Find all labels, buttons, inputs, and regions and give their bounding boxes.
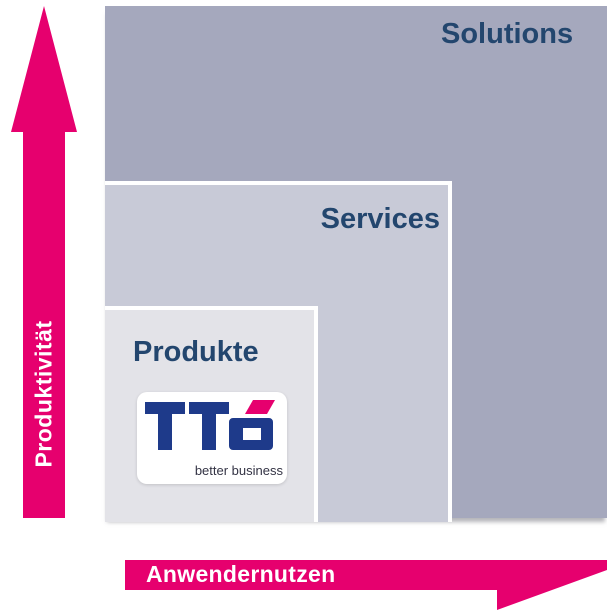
produkte-label: Produkte	[133, 336, 259, 368]
productivity-axis-label: Produktivität	[30, 320, 57, 468]
productivity-arrow-shape	[11, 6, 77, 518]
tto-logo: better business	[137, 392, 287, 484]
services-label: Services	[320, 203, 440, 235]
user-benefit-arrow-shape	[125, 560, 607, 610]
logo-tagline: better business	[194, 463, 283, 478]
productivity-axis-arrow	[11, 6, 77, 518]
user-benefit-axis-arrow	[125, 552, 607, 610]
tto-wordmark-icon	[145, 400, 275, 450]
user-benefit-axis-label: Anwendernutzen	[146, 561, 336, 587]
solutions-label: Solutions	[441, 18, 574, 50]
